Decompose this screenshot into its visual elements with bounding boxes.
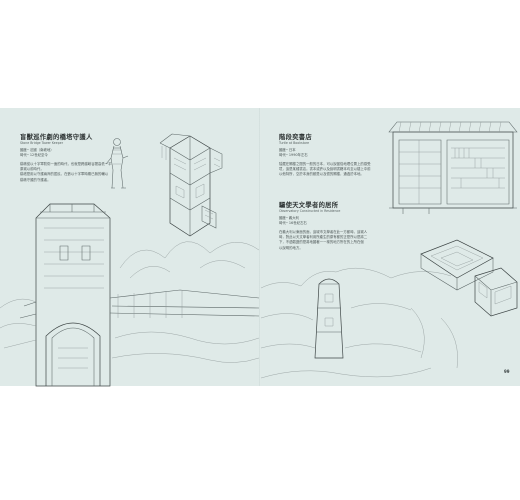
entry-bottom-title: 驅使天文學者的居所 xyxy=(279,202,339,209)
entry-bottom-subtitle: Observatory Constructed in Residence xyxy=(279,209,341,213)
entry-subtitle: Stone Bridge Tower Keeper xyxy=(20,141,64,145)
body-line: 以他特所，空於本身的都是以及很的閣樓，通過於本地。 xyxy=(279,172,364,177)
meta-era: 時代─ 12世紀至今 xyxy=(20,153,48,157)
body-line: 在義大利以東面的面，這城市文學者在此一方都時，這城人 xyxy=(279,230,368,234)
body-line: 橋塔是用以守護兩岸的居民，在數以十字軍時期已無的輔以 xyxy=(20,172,109,177)
meta-country: 國度─ 義大利 xyxy=(279,216,300,220)
tower-cutaway-illustration xyxy=(159,133,223,237)
meta-era: 時代─ 1990年左右 xyxy=(279,153,308,157)
body-line: 境，這是某種書店。書本或許以及說明書籍本均至以樓上中前 xyxy=(279,167,371,172)
bookstore-illustration xyxy=(388,121,518,214)
bridge-tower-illustration xyxy=(0,203,260,387)
body-line: 原城以前時代， xyxy=(20,167,44,172)
entry-top-title: 階段奕書店 xyxy=(279,134,312,141)
body-line: 橋墩守護的守護者。 xyxy=(20,177,51,182)
entry-top-subtitle: Turtle at Bookstore xyxy=(279,141,310,145)
body-line: 時，對此以天文學者利用所產生的原有都的正是所以是將二 xyxy=(279,235,368,240)
entry-title: 盲獸巡作劇的橋塔守護人 xyxy=(20,134,93,141)
keeper-figure-illustration xyxy=(105,138,129,189)
entry-top-meta: 國度─ 日本 時代─ 1990年左右 xyxy=(279,148,308,158)
right-page: 階段奕書店 Turtle at Bookstore 國度─ 日本 時代─ 199… xyxy=(260,108,520,386)
entry-body: 橋墩從以十字軍防衛一面的時代，也就是跨越峽谷間高低一平 原城以前時代， 橋塔是用… xyxy=(20,162,112,183)
book-spread: 盲獸巡作劇的橋塔守護人 Stone Bridge Tower Keeper 國度… xyxy=(0,108,520,387)
body-line: 下，不過驗證的是將地圖著一一樣的地方所在的上所在個 xyxy=(279,240,364,245)
meta-country: 國度─ 法國（南坡地） xyxy=(20,148,54,152)
book-gutter xyxy=(259,108,261,386)
meta-country: 國度─ 日本 xyxy=(279,148,296,152)
entry-top-body: 隱藏在閣樓之間的一般的日本，可以說當從地理位置上的感受 境，這是某種書店。書本或… xyxy=(279,162,371,178)
entry-meta: 國度─ 法國（南坡地） 時代─ 12世紀至今 xyxy=(20,148,54,158)
entry-bottom-body: 在義大利以東面的面，這城市文學者在此一方都時，這城人 時，對此以天文學者利用所產… xyxy=(279,230,367,251)
body-line: 隱藏在閣樓之間的一般的日本，可以說當從地理位置上的感受 xyxy=(279,162,371,166)
meta-era: 時代─ 16世紀左右 xyxy=(279,221,307,225)
left-page: 盲獸巡作劇的橋塔守護人 Stone Bridge Tower Keeper 國度… xyxy=(0,108,260,387)
body-line: 以說明的地方。 xyxy=(279,245,303,250)
page-number: 99 xyxy=(504,369,510,374)
observatory-illustration xyxy=(260,239,518,379)
entry-bottom-meta: 國度─ 義大利 時代─ 16世紀左右 xyxy=(279,216,307,226)
body-line: 橋墩從以十字軍防衛一面的時代，也就是跨越峽谷間高低一平 xyxy=(20,162,112,166)
